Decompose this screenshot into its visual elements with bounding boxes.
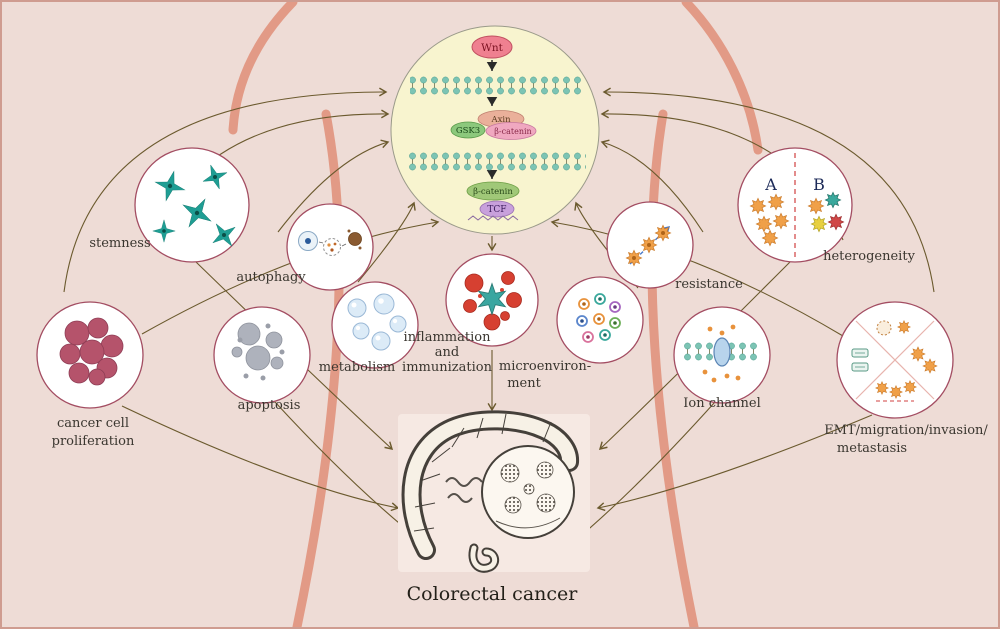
resistance-label: resistance [675, 277, 743, 292]
arrow-autophagy-to-pathway [277, 139, 390, 233]
wnt-label: Wnt [481, 42, 504, 54]
beta-catenin-membrane-oval [485, 122, 537, 140]
gsk3-oval [450, 121, 486, 139]
metabolism-label: metabolism [319, 360, 395, 375]
microenvironment-label-l2: ment [507, 376, 541, 391]
wnt-oval [471, 35, 513, 59]
arrow-emt-to-pathway [550, 218, 844, 337]
figure-title: Colorectal cancer [407, 583, 579, 605]
resistant-cell-icon [625, 224, 672, 267]
inflammation-label-l3: immunization [402, 360, 493, 375]
autophagy-label: autophagy [236, 270, 306, 285]
body-curve-top-right [681, 0, 763, 155]
resistance-node [606, 201, 694, 289]
autophagy-node [286, 203, 374, 291]
node-labels: stemness autophagy metabolism inflammati… [52, 236, 989, 456]
tcf-label: TCF [487, 205, 506, 215]
arrow-metabolism-to-pathway [357, 201, 416, 283]
cell-membrane-lower [407, 152, 586, 171]
beta-catenin-nuclear-oval [466, 181, 520, 201]
ion-channel-node [673, 306, 771, 404]
inflammation-label-l2: and [435, 345, 459, 360]
rectum-coil-fill [470, 545, 498, 571]
arrow-resistance-to-pathway [600, 139, 704, 233]
arrow-proliferation-outer-to-pathway [63, 87, 388, 293]
microenvironment-node [556, 276, 644, 364]
colon-illustration [398, 410, 590, 573]
heterogeneity-label: heterogeneity [823, 249, 915, 264]
arrow-emt-to-cancer [596, 414, 873, 512]
cell-membrane-upper [410, 76, 582, 95]
emt-label-l2: metastasis [837, 441, 907, 456]
channel-protein-icon [713, 337, 731, 367]
tcf-oval [479, 200, 515, 218]
vesicle-icon [347, 293, 407, 351]
apoptotic-body-icon [231, 322, 285, 381]
stemness-node [134, 147, 250, 263]
metabolism-node [331, 281, 419, 369]
body-curve-right [647, 109, 699, 629]
colon-haustra-ticks [413, 413, 552, 532]
dna-strand [467, 215, 519, 221]
emt-label-l1: EMT/migration/invasion/ [824, 423, 988, 438]
beta-catenin-membrane-label: β-catenin [494, 127, 531, 136]
colon-fill [404, 413, 576, 557]
quadrant-divider [855, 320, 935, 400]
inflammation-node [445, 253, 539, 347]
microenvironment-label-l1: microenviron- [499, 359, 591, 374]
stem-cell-icon [150, 160, 244, 255]
inflammation-label-l1: inflammation [404, 330, 492, 345]
proliferation-node [36, 301, 144, 409]
stemness-circle [134, 147, 250, 263]
beta-catenin-nuclear-label: β-catenin [473, 187, 513, 197]
apoptosis-node [213, 306, 311, 404]
proliferation-label-l1: cancer cell [57, 416, 129, 431]
autophagosome-icon [298, 229, 362, 256]
small-intestine-squiggle [445, 477, 483, 503]
heterogeneity-node: A B [737, 147, 853, 263]
cell-cluster-icon [576, 293, 621, 343]
emt-node [836, 301, 954, 419]
apoptosis-label: apoptosis [238, 398, 301, 413]
proliferation-label-l2: proliferation [52, 434, 135, 449]
axin-label: Axin [490, 115, 511, 125]
tumor-cell-cluster-icon [59, 317, 124, 386]
clone-b-label: B [813, 175, 825, 194]
red-blood-cell-icon [463, 271, 522, 331]
ion-dots [702, 324, 741, 383]
arrow-stemness-to-cancer [195, 261, 394, 450]
wnt-pathway-node: Wnt Axin β-catenin GSK3 β-catenin TCF [390, 25, 600, 235]
emt-cell-icons [851, 320, 938, 402]
gsk3-label: GSK3 [456, 126, 480, 136]
arrow-emt-outer-to-pathway [602, 87, 935, 293]
stemness-label: stemness [89, 236, 150, 251]
arrow-proliferation-to-cancer [121, 405, 400, 512]
magnifier-inner-shade [495, 517, 561, 529]
body-curve-top-left [228, 0, 298, 135]
clone-a-label: A [764, 175, 777, 194]
ion-channel-label: Ion channel [683, 396, 760, 411]
polyp-icons [500, 461, 556, 514]
